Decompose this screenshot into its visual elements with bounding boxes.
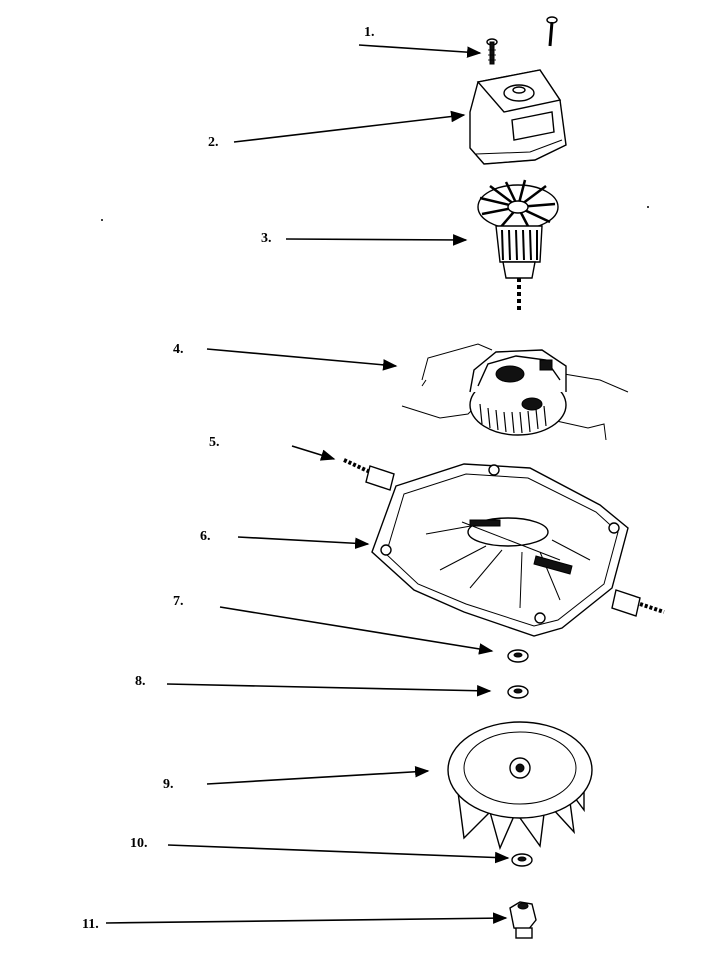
part-4-field-coil (401, 343, 629, 441)
callout-label-6: 6. (200, 529, 211, 544)
part-6-motor-housing (371, 463, 665, 637)
callout-label-10: 10. (130, 836, 148, 851)
part-9-fan (447, 721, 593, 851)
callout-label-9: 9. (163, 777, 174, 792)
part-1-screw-long (546, 16, 558, 47)
leader-arrow-6 (237, 536, 370, 550)
leader-arrow-11 (105, 912, 508, 924)
leader-arrow-2 (233, 110, 466, 143)
leader-arrow-8 (166, 683, 492, 697)
speck (101, 219, 103, 221)
callout-label-8: 8. (135, 674, 146, 689)
leader-arrow-9 (206, 766, 430, 785)
callout-label-1: 1. (364, 25, 375, 40)
leader-arrow-3 (285, 234, 468, 246)
leader-arrow-1 (358, 44, 482, 58)
leader-arrow-4 (206, 348, 398, 371)
part-10-washer (511, 853, 533, 867)
callout-label-5: 5. (209, 435, 220, 450)
leader-arrow-7 (219, 606, 494, 655)
speck (647, 206, 649, 208)
leader-arrow-10 (167, 844, 510, 864)
part-1-screw (486, 38, 498, 65)
leader-arrow-5 (291, 445, 336, 461)
part-5-carbon-brush (343, 458, 395, 491)
part-8-washer (507, 685, 529, 699)
callout-label-4: 4. (173, 342, 184, 357)
callout-label-3: 3. (261, 231, 272, 246)
part-11-nut (509, 901, 537, 939)
part-3-armature (477, 179, 559, 312)
callout-label-2: 2. (208, 135, 219, 150)
part-7-washer (507, 649, 529, 663)
callout-label-7: 7. (173, 594, 184, 609)
part-2-motor-cap (469, 69, 567, 165)
callout-label-11: 11. (82, 917, 99, 932)
